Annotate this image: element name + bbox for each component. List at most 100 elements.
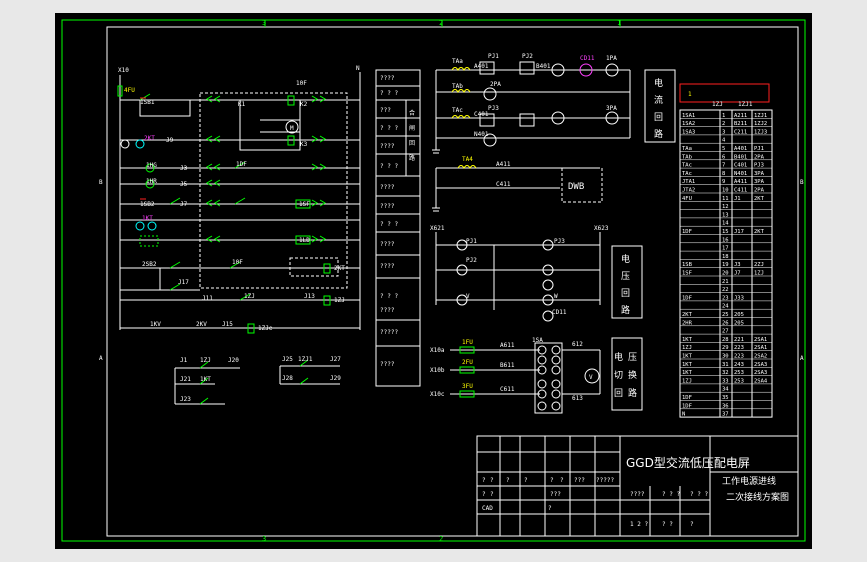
volt-fuses [459, 346, 475, 398]
switch-613: 613 [572, 395, 583, 402]
legend-vertical-1: 合 [409, 109, 415, 117]
legend-column [375, 69, 421, 387]
legend-item-4: ? ? ? [380, 125, 398, 132]
title-block [476, 435, 799, 537]
terminal-cell: 3PA [754, 171, 765, 177]
terminal-cell: C211 [734, 129, 747, 135]
control-contacts [120, 93, 331, 334]
terminal-cell: 1DF [682, 395, 692, 401]
terminal-cell: 16 [722, 237, 729, 243]
ct-ta4: TA4 [462, 156, 473, 163]
switch-title-4: 换 [628, 369, 637, 381]
relay-k1: K1 [238, 101, 246, 108]
zone-markers: 3 2 1 3 2 B A B A [99, 19, 804, 543]
terminal-cell: TAb [682, 154, 692, 160]
current-title-4: 路 [654, 128, 663, 140]
voltage-circuit [435, 232, 601, 322]
node-j5: J5 [180, 181, 188, 188]
tb-right-4: 1 2 ? [630, 521, 648, 528]
terminal-cell: 15 [722, 229, 729, 235]
tb-cell-r1c5: ? [550, 477, 554, 484]
zone-left-b: B [99, 179, 103, 186]
bottom-j29: J29 [330, 375, 341, 382]
tb-cell-r1c1: ? [482, 477, 486, 484]
tb-cell-r1c3: ? [506, 477, 510, 484]
bottom-j23: J23 [180, 396, 191, 403]
legend-item-3: ??? [380, 107, 391, 114]
terminal-cell: 34 [722, 387, 729, 393]
volt-pj3: PJ3 [554, 238, 565, 245]
bottom-j21: J21 [180, 376, 191, 383]
terminal-cell: 28 [722, 337, 729, 343]
kt1-label: 1KT [142, 215, 153, 222]
zone-right-b: B [800, 179, 804, 186]
switch-title-5: 回 [614, 388, 623, 399]
terminal-cell: 221 [734, 337, 744, 343]
terminal-cell: 205 [734, 312, 744, 318]
tb-right-5: ? ? [662, 521, 673, 528]
terminal-cell: 2SA1 [754, 337, 767, 343]
volt-pj1: PJ1 [466, 238, 477, 245]
switch-1sa: 1SA [532, 337, 543, 344]
tb-cell-r3c4: ? [548, 505, 552, 512]
ct-tab: TAb [452, 83, 463, 90]
control-bus-label: X10 [118, 67, 129, 74]
relay-2kt: 2KT [334, 265, 345, 272]
terminal-cell: TAa [682, 146, 692, 152]
title-main: GGD型交流低压配电屏 [626, 455, 750, 470]
terminal-cell: 2KT [754, 196, 765, 202]
terminal-cell: 1 [722, 113, 725, 119]
terminal-cell: 29 [722, 345, 729, 351]
terminal-cell: 1DF [682, 295, 692, 301]
terminal-cell: 22 [722, 287, 729, 293]
node-j3: J3 [180, 165, 188, 172]
bottom-j25: J25 [282, 356, 293, 363]
switch-x10b: X10b [430, 367, 445, 374]
terminal-cell: 10 [722, 188, 729, 194]
switch-2fu: 2FU [462, 359, 473, 366]
terminal-cell: 2SA4 [754, 378, 768, 384]
wire-a401: A401 [474, 63, 489, 70]
terminal-cell: 19 [722, 262, 729, 268]
terminal-cell: N [682, 412, 685, 418]
terminal-cell: 1KT [682, 362, 693, 368]
terminal-cell: 1KT [682, 337, 693, 343]
terminal-cell: 1SB [682, 262, 693, 268]
control-red-markers [140, 97, 146, 200]
terminal-cell: PJ3 [754, 163, 764, 169]
terminal-cell: A401 [734, 146, 747, 152]
terminal-cell: 26 [722, 320, 729, 326]
terminal-cell: 1DF [682, 229, 692, 235]
terminal-cell: 2SA3 [754, 362, 767, 368]
contact-1zj: 1ZJ [244, 293, 255, 300]
voltage-title-4: 路 [621, 304, 630, 316]
voltage-title-2: 压 [621, 271, 630, 282]
terminal-cell: 223 [734, 354, 744, 360]
switch-a611: A611 [500, 342, 515, 349]
bottom-1zj1: 1ZJ1 [298, 356, 313, 363]
tb-cell-r2c5: ??? [550, 491, 561, 498]
legend-item-8: ???? [380, 203, 395, 210]
sb1-label: 1SB1 [140, 99, 155, 106]
tb-cell-r1c6: ? [560, 477, 564, 484]
inner-frame [106, 26, 799, 537]
legend-vertical-3: 回 [409, 140, 415, 147]
terminal-cell: 32 [722, 370, 729, 376]
terminal-cell: 8 [722, 171, 725, 177]
terminal-cell: 2 [722, 121, 725, 127]
meter-pj2: PJ2 [522, 53, 533, 60]
zone-bottom-1: 3 [262, 535, 266, 543]
terminal-cell: 1SA1 [682, 113, 695, 119]
contact-1df: 1DF [236, 161, 247, 168]
terminal-cell: TAc [682, 163, 692, 169]
node-j17: J17 [178, 279, 189, 286]
terminal-cell: 30 [722, 354, 729, 360]
terminal-cell: 1KT [682, 370, 693, 376]
tb-cell-r1c7: ??? [574, 477, 585, 484]
terminal-cell: 2KT [682, 312, 693, 318]
legend-item-10: ???? [380, 241, 395, 248]
outer-frame [61, 19, 806, 542]
terminal-cell: 253 [734, 378, 744, 384]
